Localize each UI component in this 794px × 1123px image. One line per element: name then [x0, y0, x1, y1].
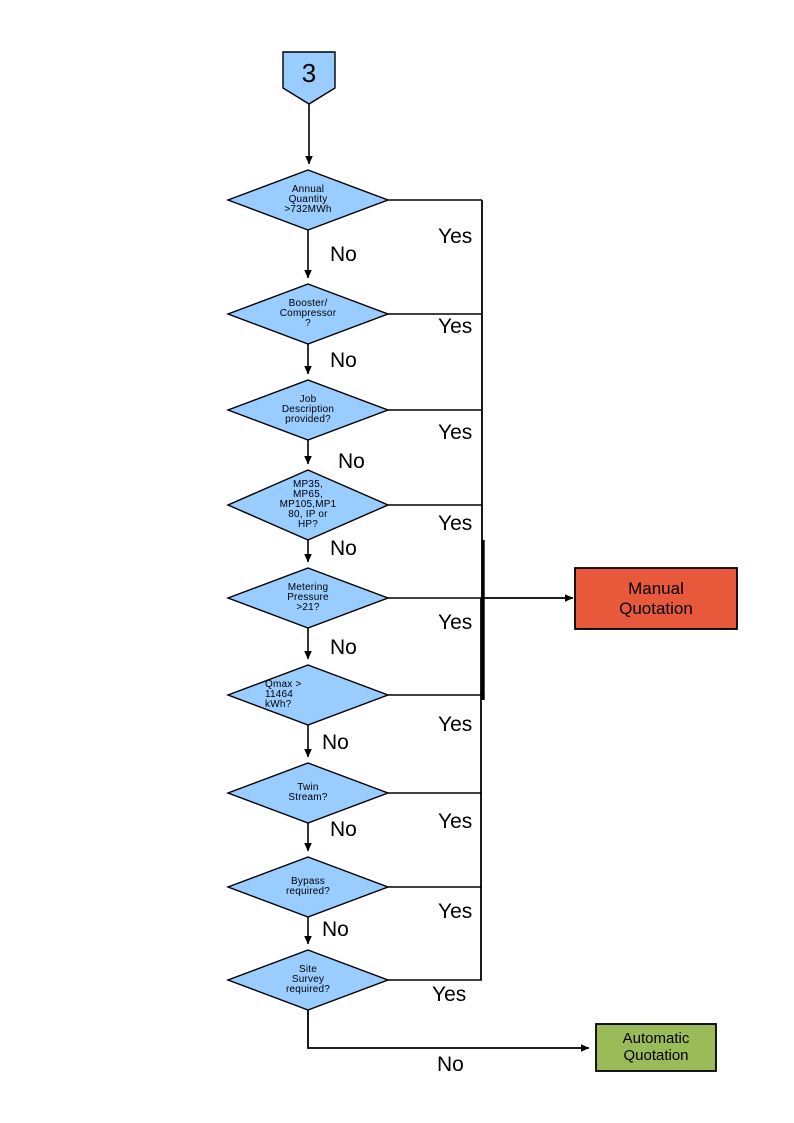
manual-quotation-shape[interactable] — [574, 567, 738, 630]
decision-twin-stream-shape — [226, 762, 390, 824]
decision-job-description-shape — [226, 379, 390, 441]
decision-qmax-shape — [226, 664, 390, 726]
decision-booster-compressor-shape — [226, 283, 390, 345]
automatic-quotation-shape[interactable] — [595, 1023, 717, 1072]
decision-site-survey-shape — [226, 949, 390, 1011]
decision-bypass-required-shape — [226, 856, 390, 918]
edge-no-site-survey-to-automatic-quotation — [307, 1010, 590, 1052]
start-connector-shape — [282, 51, 336, 105]
decision-metering-pressure-shape — [226, 567, 390, 629]
decision-meter-type-shape — [226, 469, 390, 541]
decision-annual-quantity-shape — [226, 169, 390, 231]
